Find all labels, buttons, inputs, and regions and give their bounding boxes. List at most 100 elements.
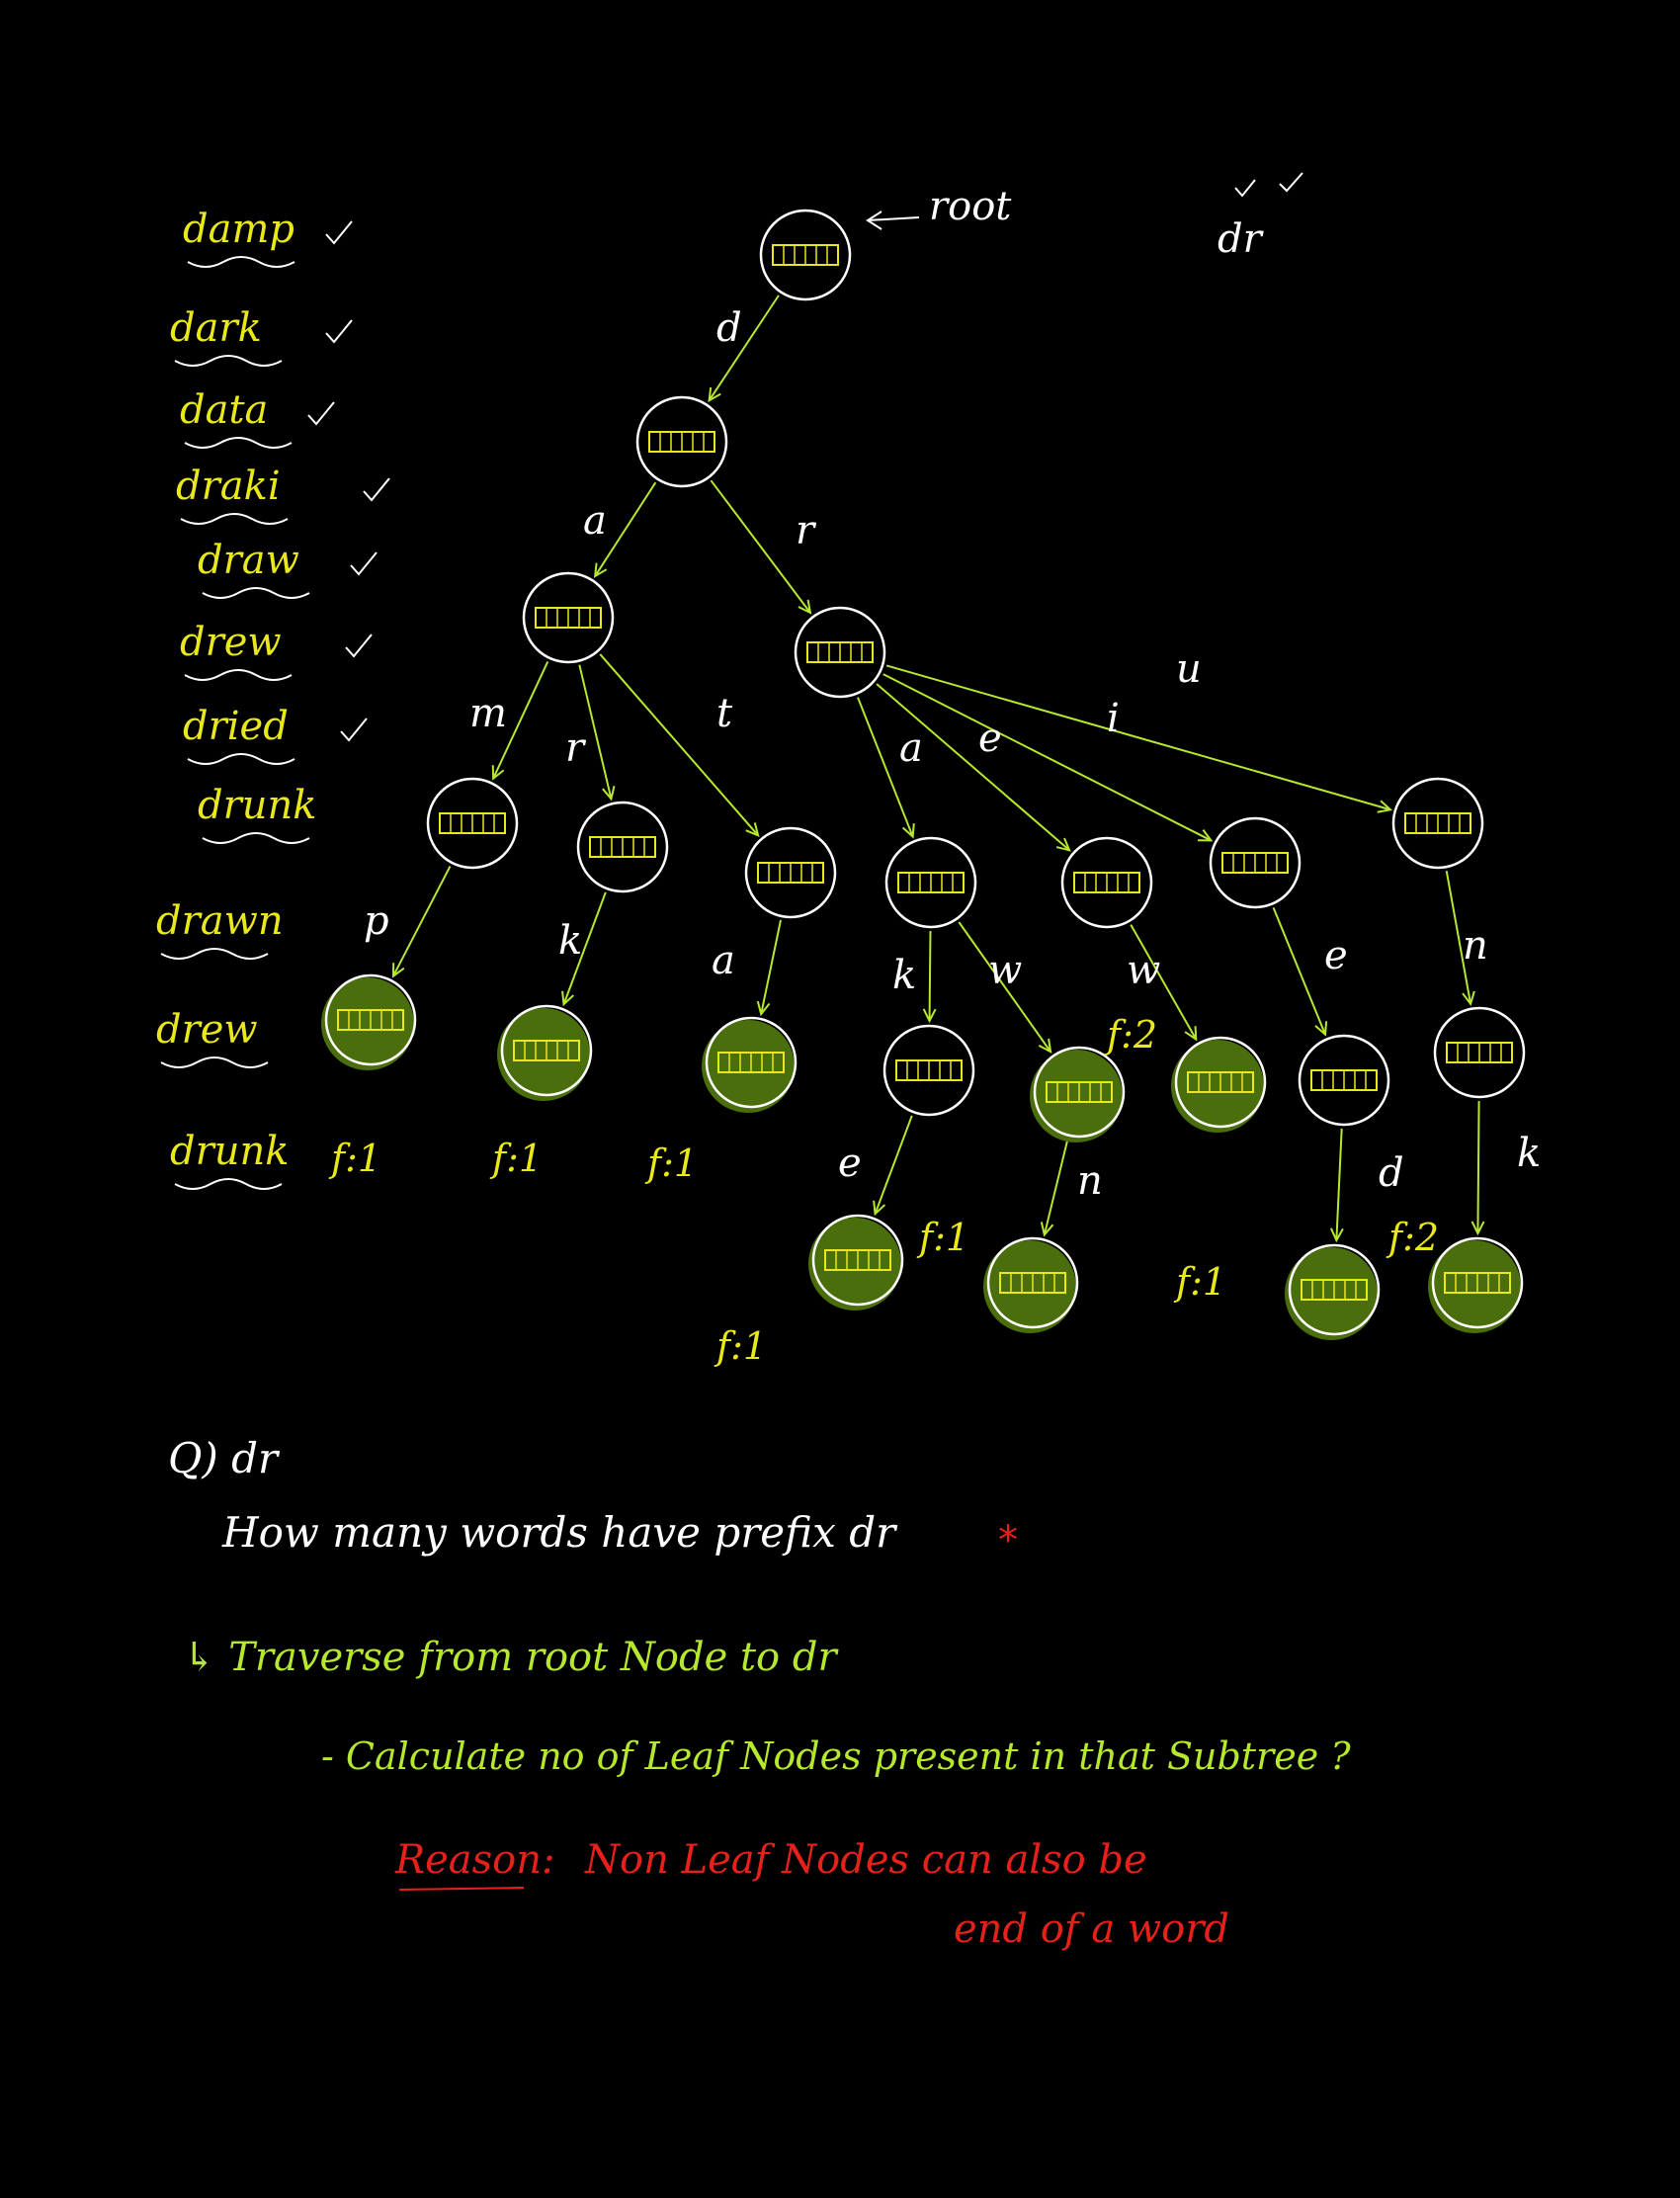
frequency-label: f:1	[489, 1137, 543, 1180]
node-circle	[1431, 1236, 1524, 1329]
trie-edge	[958, 921, 1050, 1051]
trie-node	[794, 606, 886, 699]
node-circle	[1288, 1243, 1381, 1336]
edge-label: a	[712, 938, 735, 983]
trie-node-word-end	[321, 973, 417, 1070]
edge-label: d	[716, 305, 742, 351]
trie-node	[1433, 1006, 1526, 1099]
trie-node	[1391, 777, 1484, 870]
edge-label: t	[716, 691, 733, 736]
word-underline	[160, 1057, 269, 1068]
edge-label: k	[558, 918, 582, 964]
node-circle	[811, 1214, 904, 1307]
word-end-fill	[321, 977, 414, 1070]
check-mark-icon	[363, 477, 390, 502]
word-list-item: draki	[176, 464, 390, 525]
node-circle	[882, 1024, 975, 1117]
node-circle	[1433, 1006, 1526, 1099]
word-list-item: damp	[183, 207, 353, 268]
top-right-note-text: dr	[1218, 216, 1265, 262]
reason-text-continued: end of a word	[954, 1906, 1229, 1952]
node-circle	[759, 209, 852, 301]
check-mark-icon	[350, 551, 378, 576]
word-list-item: drawn	[156, 898, 284, 960]
word-end-fill	[497, 1008, 590, 1101]
word-underline	[184, 669, 293, 681]
word-end-fill	[808, 1218, 901, 1310]
trie-edge	[599, 653, 757, 835]
edge-label: a	[583, 498, 607, 544]
node-circle	[635, 395, 728, 488]
node-circle	[794, 606, 886, 699]
word-end-fill	[1030, 1050, 1123, 1142]
edge-label: k	[1517, 1131, 1541, 1176]
edge-label: n	[1463, 923, 1488, 969]
edge-label: d	[1379, 1150, 1404, 1196]
word-list-word: drew	[180, 620, 282, 665]
word-list-word: dried	[183, 704, 289, 749]
word-list-word: damp	[183, 207, 294, 252]
trie-node-word-end	[1171, 1036, 1267, 1133]
trie-edge	[1130, 924, 1196, 1039]
edge-label: e	[838, 1141, 862, 1186]
trie-node	[426, 777, 519, 870]
word-list-word: drunk	[170, 1129, 290, 1174]
trie-node	[522, 571, 615, 664]
trie-edge	[876, 1115, 913, 1213]
trie-edge	[1045, 1139, 1069, 1234]
check-mark-icon	[325, 220, 353, 245]
edge-label: r	[796, 508, 817, 553]
node-circle	[1060, 836, 1153, 929]
word-list-item: data	[180, 387, 335, 449]
question-line: How many words have prefix dr	[221, 1508, 898, 1557]
node-circle	[744, 826, 837, 919]
trie-node-word-end	[1285, 1243, 1381, 1340]
frequency-label: f:1	[328, 1137, 381, 1180]
trie-node	[635, 395, 728, 488]
trie-edges	[393, 295, 1478, 1239]
word-list-item: drunk	[198, 783, 317, 844]
trie-edge	[857, 697, 912, 836]
trie-node-word-end	[1428, 1236, 1524, 1333]
word-underline	[202, 587, 310, 599]
trie-node	[1060, 836, 1153, 929]
reason-underline	[398, 1887, 525, 1891]
trie-edge	[710, 479, 809, 612]
trie-edge	[1272, 906, 1325, 1033]
trie-node-word-end	[983, 1236, 1079, 1333]
word-underline	[180, 513, 289, 525]
check-mark-icon	[340, 718, 368, 742]
word-list-word: drew	[156, 1007, 258, 1053]
trie-edge	[710, 295, 780, 400]
trie-node-word-end	[1030, 1046, 1126, 1142]
word-end-fill	[1428, 1240, 1521, 1333]
word-list-item: dark	[170, 305, 353, 367]
trie-edge	[761, 919, 782, 1013]
trie-node	[744, 826, 837, 919]
trie-node	[884, 836, 977, 929]
edge-label: r	[565, 725, 587, 771]
trie-node-word-end	[808, 1214, 904, 1310]
word-underline	[174, 355, 283, 367]
frequency-label: f:1	[1173, 1260, 1226, 1304]
word-underline	[174, 1178, 283, 1190]
edge-label: i	[1107, 696, 1120, 741]
frequency-label: f:2	[1104, 1013, 1157, 1057]
trie-edge	[578, 664, 611, 799]
root-pointer: root	[866, 184, 1012, 230]
frequency-label: f:2	[1386, 1216, 1439, 1259]
word-list-word: drunk	[198, 783, 317, 828]
word-list-word: draw	[198, 538, 299, 583]
node-circle	[1298, 1034, 1390, 1127]
trie-edge	[393, 866, 452, 975]
edge-label: w	[988, 948, 1022, 993]
word-list-word: data	[180, 387, 268, 433]
node-circle	[500, 1004, 593, 1097]
reason-text: Non Leaf Nodes can also be	[584, 1837, 1147, 1883]
word-underline	[160, 948, 269, 960]
edge-label: e	[978, 716, 1002, 761]
trie-edge	[882, 673, 1211, 840]
trie-node	[1209, 816, 1302, 909]
